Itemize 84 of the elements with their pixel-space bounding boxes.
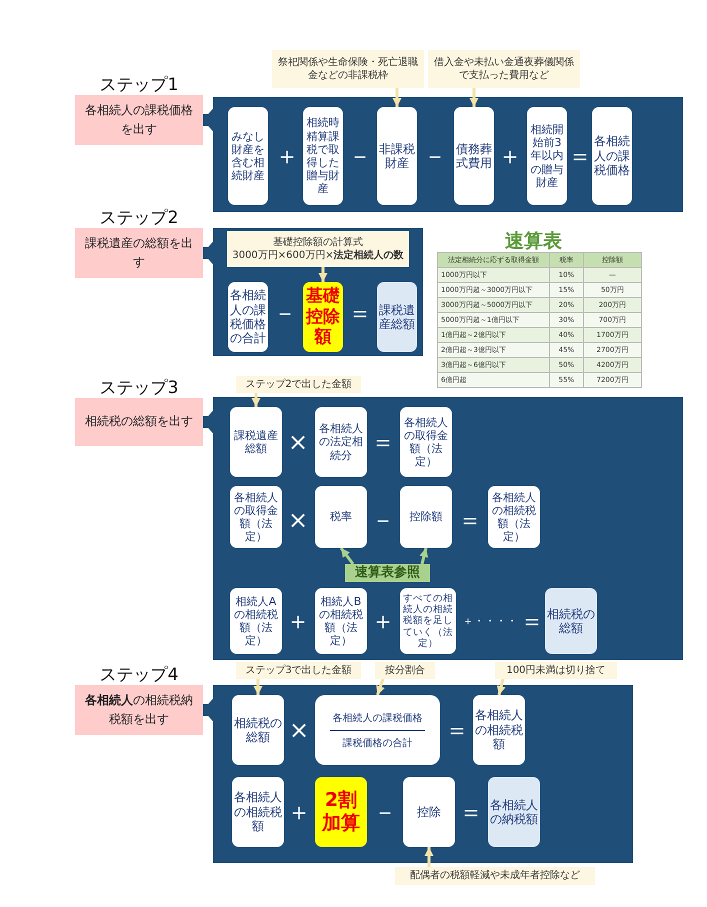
formula-text: 3000万円×600万円×法定相続人の数 (231, 249, 405, 262)
callout-bubble (227, 231, 409, 267)
term-box: 控除 (403, 777, 455, 847)
callout-bubble: 借入金や未払い金通夜葬儀関係で支払った費用など (428, 50, 580, 88)
math-operator: － (273, 298, 297, 329)
math-operator: ＝ (348, 298, 372, 329)
step-heading: ステップ3 (98, 377, 180, 399)
callout-tail (254, 679, 262, 695)
table-title: 速算表 (505, 229, 562, 254)
math-operator: － (348, 141, 372, 172)
callout-bubble: 按分割合 (375, 662, 435, 679)
callout-tail (376, 678, 385, 696)
math-operator: ＝ (458, 505, 482, 536)
math-operator: ＝ (568, 141, 592, 172)
term-box: 各相続人の課税価格 (592, 107, 632, 205)
math-operator: ＋ (275, 141, 299, 172)
callout-tail (419, 548, 428, 564)
term-box: 控除額 (400, 486, 452, 548)
math-operator: × (288, 716, 310, 744)
math-operator: ＋ (286, 606, 310, 637)
formula-panel (213, 685, 633, 863)
denominator-text: 課税価格の合計 (342, 736, 412, 750)
formula-panel (213, 228, 423, 356)
term-box: 税率 (315, 486, 367, 548)
step-heading: ステップ1 (98, 74, 180, 96)
term-box: みなし財産を含む相続財産 (228, 107, 268, 205)
term-box: 各相続人の取得金額（法定） (230, 486, 282, 548)
highlight-box: 基礎控除額 (303, 282, 343, 352)
math-operator: ＝ (459, 797, 483, 828)
math-operator: ＝ (445, 715, 469, 746)
callout-bubble: 配偶者の税額軽減や未成年者控除など (395, 867, 595, 885)
result-box: 相続税の総額 (545, 588, 597, 654)
term-box: 各相続人の相続税額（法定） (488, 486, 540, 548)
step-heading: ステップ4 (98, 664, 180, 686)
term-box: 相続人Bの相続税額（法定） (315, 588, 367, 654)
highlight-box: 2割加算 (315, 777, 367, 847)
formula-panel (213, 397, 683, 660)
callout-tail (424, 847, 434, 867)
term-box: 各相続人の取得金額（法定） (400, 407, 452, 477)
numerator-text: 各相続人の課税価格 (332, 712, 422, 724)
math-operator: × (288, 506, 308, 534)
callout-tail (318, 267, 328, 282)
math-operator: ＝ (371, 427, 395, 458)
term-box: 各相続人の相続税額 (232, 777, 284, 847)
callout-tail (252, 393, 260, 407)
callout-bubble: 祭祀関係や生命保険・死亡退職金などの非課税枠 (272, 50, 424, 88)
math-operator: ＝ (520, 606, 544, 637)
step-box: 課税遺産の総額を出す (75, 228, 203, 278)
math-operator: ＋ (498, 141, 522, 172)
math-operator: ＋ (287, 797, 311, 828)
term-box: 各相続人の法定相続分 (315, 407, 367, 477)
term-box: すべての相続人の相続税額を足していく（法定） (400, 588, 456, 654)
term-box: 相続時精算課税で取得した贈与財産 (303, 107, 343, 205)
formula-panel (213, 97, 683, 212)
term-box: 相続税の総額 (232, 695, 284, 765)
result-box: 課税遺産総額 (377, 282, 417, 352)
term-box: 相続開始前3年以内の贈与財産 (527, 107, 567, 205)
step-box: 相続税の総額を出す (75, 398, 203, 446)
math-operator: × (288, 428, 308, 456)
math-operator: ＋ (371, 606, 395, 637)
term-box: 課税遺産総額 (230, 407, 282, 477)
callout-bubble: 100円未満は切り捨て (495, 662, 617, 679)
term-box: 非課税財産 (377, 107, 417, 205)
math-operator: － (373, 797, 397, 828)
term-box: 相続人Aの相続税額（法定） (230, 588, 282, 654)
step-box: 各相続人の相続税納税額を出す (75, 685, 203, 735)
step-heading: ステップ2 (98, 207, 180, 229)
callout-bubble: ステップ2で出した金額 (236, 376, 361, 393)
result-box: 各相続人の納税額 (488, 777, 540, 847)
term-box: 各相続人の相続税額 (473, 695, 525, 765)
callout-tail (392, 88, 402, 107)
step-box: 各相続人の課税価格を出す (75, 95, 203, 145)
callout-bubble: 速算表参照 (345, 564, 430, 582)
math-operator: － (423, 141, 447, 172)
term-box: 各相続人の課税価格の合計 (228, 282, 268, 352)
callout-tail (340, 547, 354, 565)
math-operator: － (371, 505, 395, 536)
math-operator: ＋・・・・ (462, 614, 518, 628)
callout-tail (470, 88, 478, 107)
callout-heading: 基礎控除額の計算式 (272, 236, 364, 249)
fraction-box (315, 695, 440, 765)
callout-bubble: ステップ3で出した金額 (236, 662, 361, 679)
callout-tail (496, 678, 506, 696)
term-box: 債務葬式費用 (454, 107, 494, 205)
